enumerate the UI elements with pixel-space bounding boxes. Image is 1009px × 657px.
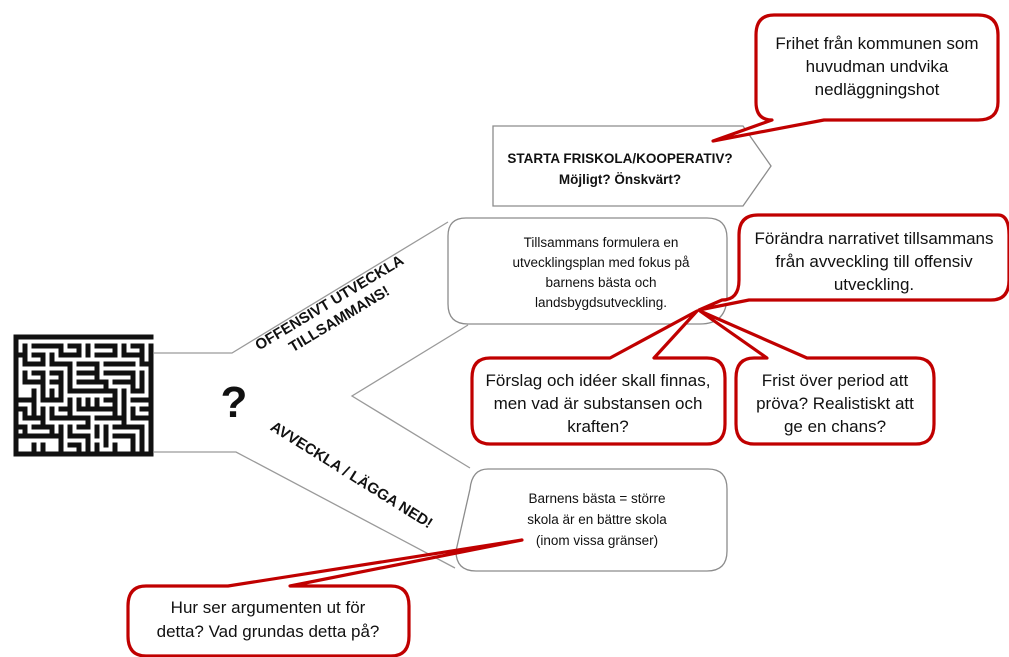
develop-box: Tillsammans formulera en utvecklingsplan… — [447, 217, 728, 325]
callout-period-line-2: pröva? Realistiskt att — [756, 394, 914, 413]
close-line-3: (inom vissa gränser) — [536, 533, 658, 548]
upper-branch-line — [154, 221, 449, 354]
develop-line-4: landsbygdsutveckling. — [535, 295, 667, 310]
maze-icon — [12, 333, 154, 461]
arrow-box-line2: Möjligt? Önskvärt? — [559, 172, 681, 187]
question-mark: ? — [221, 378, 248, 427]
close-box: Barnens bästa = större skola är en bättr… — [455, 468, 728, 572]
callout-period-line-3: ge en chans? — [784, 417, 886, 436]
branch-label-upper-line1: OFFENSIVT UTVECKLA — [252, 252, 407, 354]
callout-friskola-line-3: nedläggningshot — [815, 80, 940, 99]
arrow-box-line1: STARTA FRISKOLA/KOOPERATIV? — [507, 151, 732, 166]
branch-connectors — [154, 221, 471, 569]
callout-arguments-line-2: detta? Vad grundas detta på? — [157, 622, 380, 641]
develop-line-1: Tillsammans formulera en — [524, 235, 679, 250]
branch-label-lower-text: AVVECKLA / LÄGGA NED! — [267, 418, 435, 532]
inner-branch-line — [350, 324, 471, 469]
callout-arguments-line-1: Hur ser argumenten ut för — [171, 598, 366, 617]
callout-narrative — [697, 213, 1009, 312]
develop-line-2: utvecklingsplan med fokus på — [512, 255, 690, 270]
callout-arguments — [126, 538, 524, 657]
callout-substance — [470, 309, 727, 446]
develop-line-3: barnens bästa och — [545, 275, 656, 290]
friskola-arrow-box: STARTA FRISKOLA/KOOPERATIV? Möjligt? Öns… — [492, 125, 772, 207]
callout-friskola-line-2: huvudman undvika — [806, 57, 949, 76]
maze-walls — [13, 334, 154, 457]
callout-friskola-line-1: Frihet från kommunen som — [775, 34, 978, 53]
callout-period — [698, 309, 936, 446]
callout-narrative-line-1: Förändra narrativet tillsammans — [754, 229, 993, 248]
close-line-2: skola är en bättre skola — [527, 512, 667, 527]
callout-narrative-line-3: utveckling. — [834, 275, 914, 294]
callout-substance-line-3: kraften? — [567, 417, 628, 436]
callout-substance-line-1: Förslag och idéer skall finnas, — [486, 371, 711, 390]
branch-label-lower: AVVECKLA / LÄGGA NED! — [267, 418, 435, 532]
callout-substance-line-2: men vad är substansen och — [494, 394, 703, 413]
callout-period-line-1: Frist över period att — [762, 371, 909, 390]
callout-narrative-line-2: från avveckling till offensiv — [775, 252, 973, 271]
branch-label-upper: OFFENSIVT UTVECKLA TILLSAMMANS! — [252, 252, 407, 356]
callout-friskola — [711, 13, 1000, 143]
close-line-1: Barnens bästa = större — [529, 491, 666, 506]
lower-branch-line — [154, 451, 456, 569]
